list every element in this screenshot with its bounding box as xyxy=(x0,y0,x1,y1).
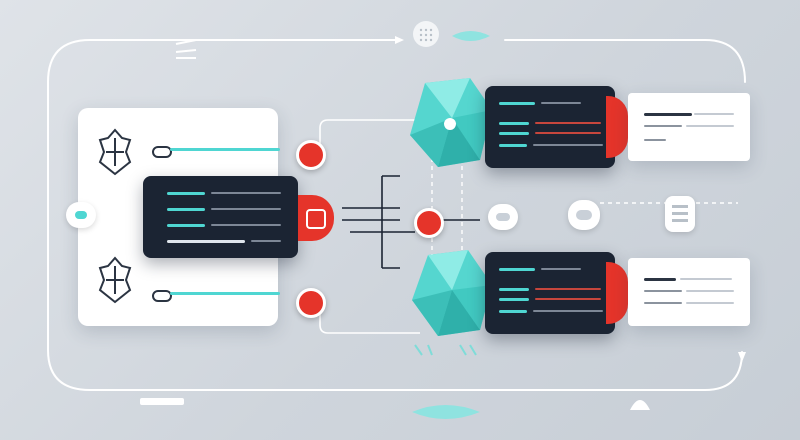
outer-loop-left xyxy=(47,39,743,391)
right-top-code-card xyxy=(485,86,615,168)
right-top-cap xyxy=(606,96,628,158)
dome-icon xyxy=(630,400,650,410)
share-icon xyxy=(306,209,326,229)
loop-arrowhead xyxy=(395,36,404,44)
share-icon[interactable] xyxy=(414,208,444,238)
right-bottom-cap xyxy=(606,262,628,324)
right-top-info-card xyxy=(628,93,750,161)
share-icon[interactable] xyxy=(296,288,326,318)
gem-icon xyxy=(410,78,492,167)
ship-wheel-icon xyxy=(98,128,132,176)
feather-icon xyxy=(412,405,480,419)
loop-arrowhead-right xyxy=(738,352,746,362)
link-knob-bottom xyxy=(152,290,172,302)
link-knob-top xyxy=(152,146,172,158)
divider-bar xyxy=(140,398,184,405)
toggle-pill[interactable] xyxy=(488,204,518,230)
toggle-dot xyxy=(75,211,87,219)
link-line-top xyxy=(170,148,280,151)
toggle-pill[interactable] xyxy=(568,200,600,230)
right-bottom-info-card xyxy=(628,258,750,326)
gem-icon xyxy=(412,250,492,336)
ship-wheel-icon xyxy=(98,256,132,304)
feather-icon xyxy=(452,31,490,41)
left-toggle[interactable] xyxy=(66,202,96,228)
link-line-bottom xyxy=(170,292,280,295)
center-code-card xyxy=(143,176,298,258)
wave-marks xyxy=(414,344,477,356)
share-icon[interactable] xyxy=(296,140,326,170)
right-bottom-code-card xyxy=(485,252,615,334)
center-card-cap xyxy=(298,195,334,241)
list-stack-icon[interactable] xyxy=(665,196,695,232)
outer-loop-right xyxy=(504,39,746,83)
dial-pattern xyxy=(419,28,433,42)
wind-icon xyxy=(175,39,197,59)
